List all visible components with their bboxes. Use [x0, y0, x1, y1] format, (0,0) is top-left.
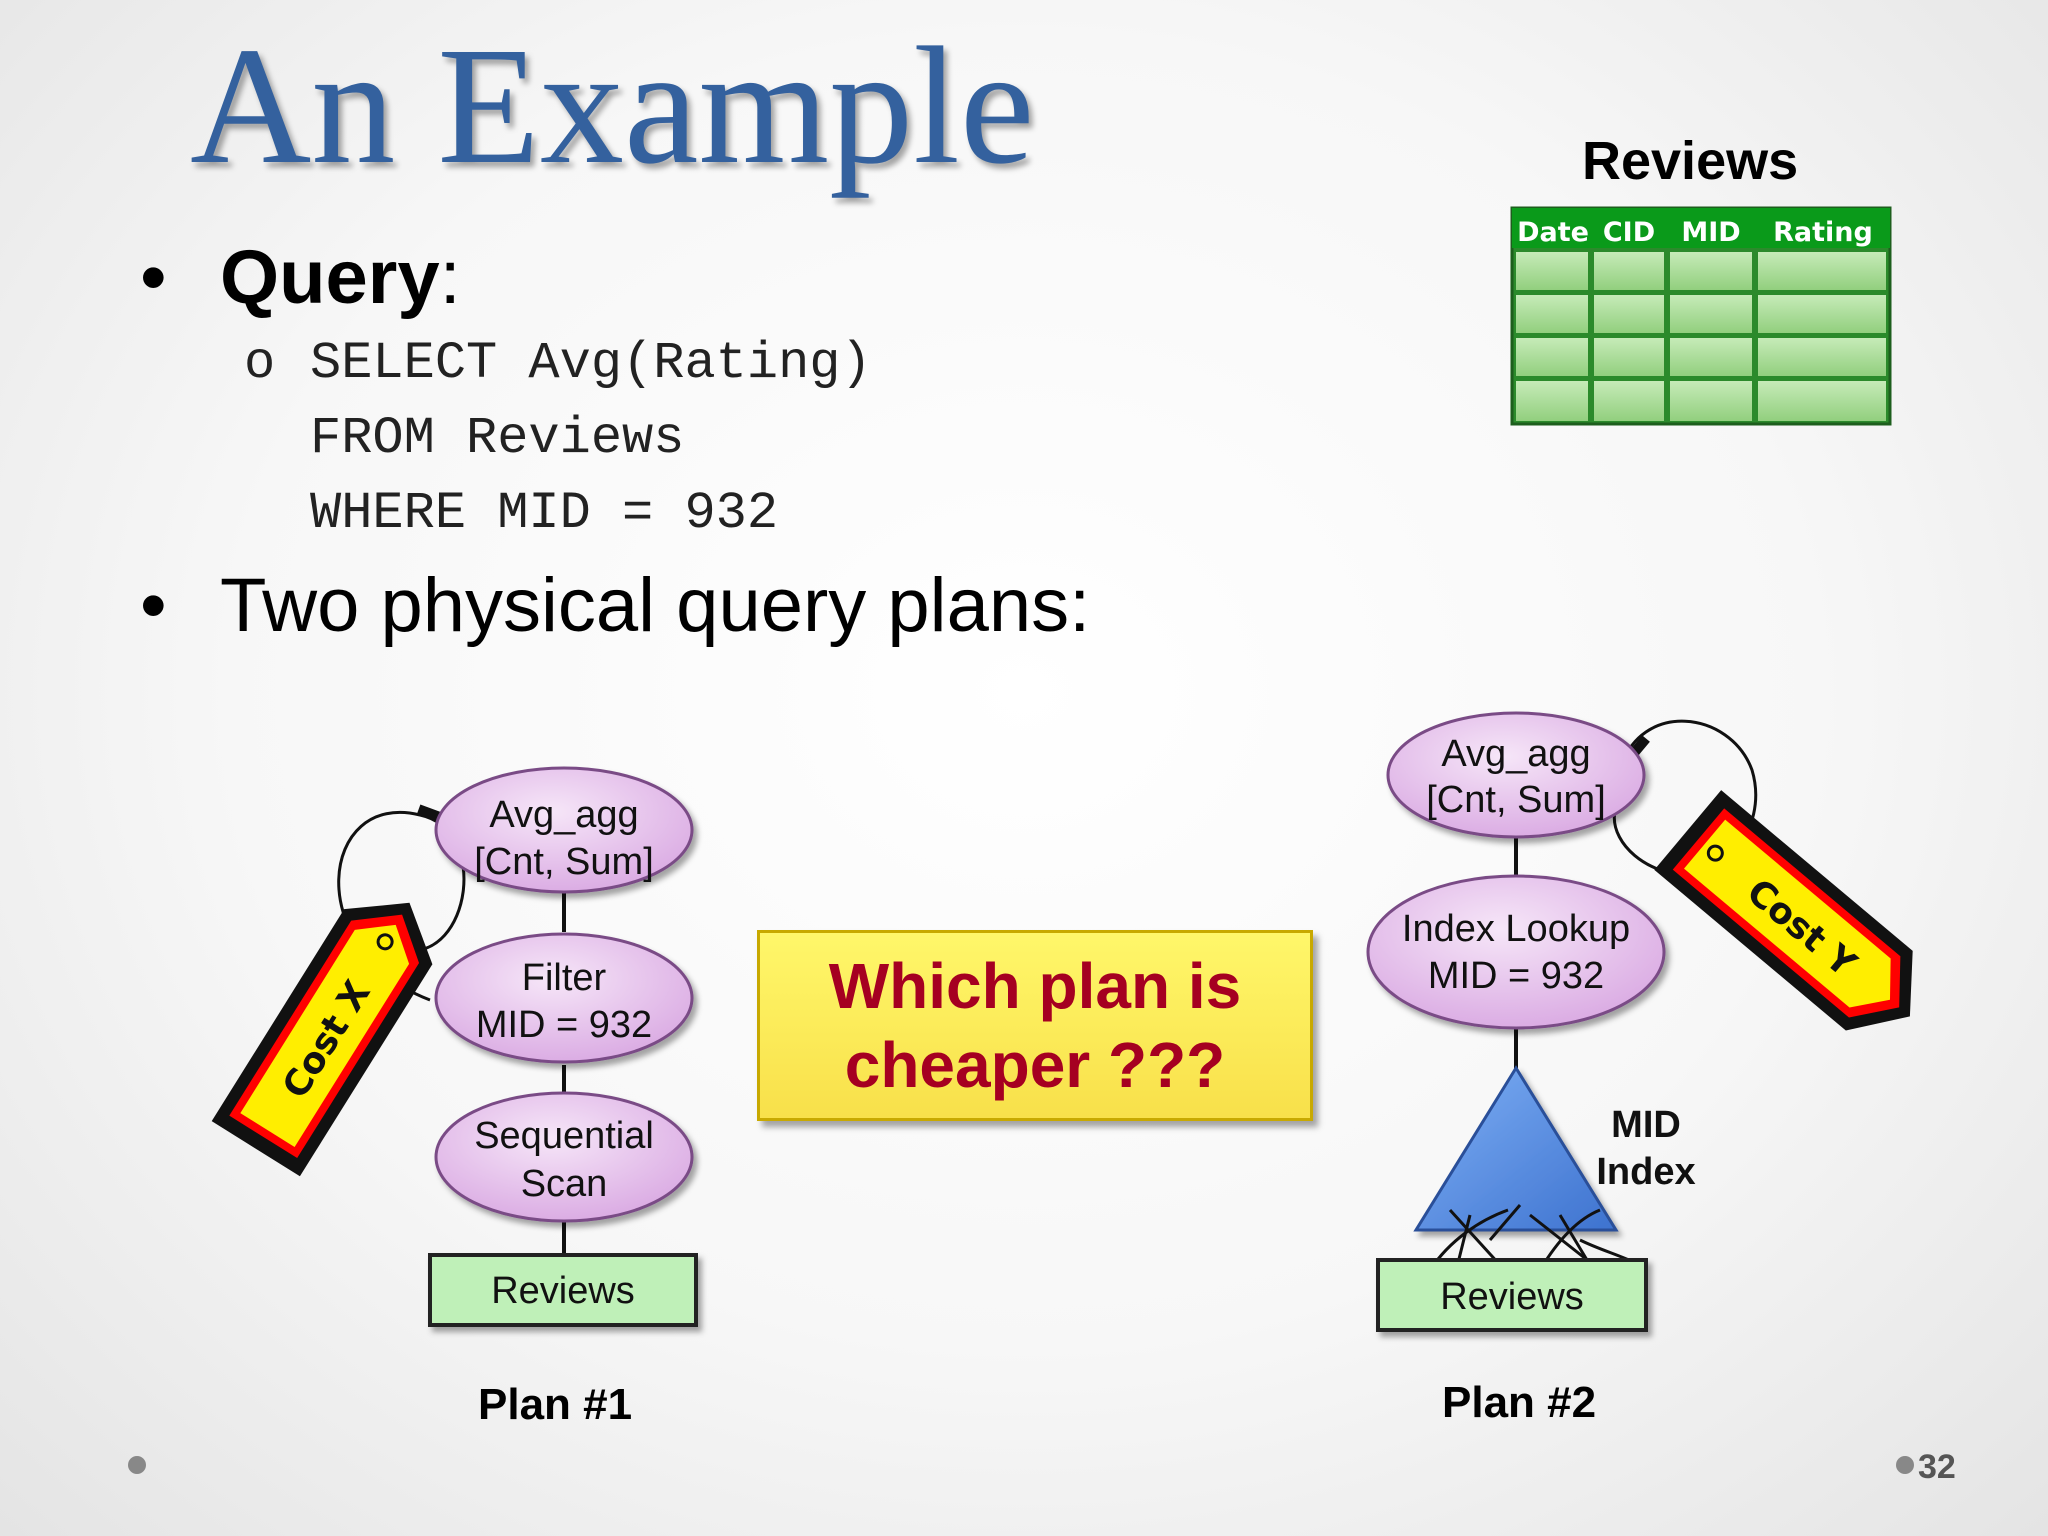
plans-text: Two physical query plans:	[220, 563, 1091, 648]
plan2-node-avg-agg-line1: Avg_agg	[1441, 733, 1590, 775]
bullet-dot: •	[140, 235, 167, 320]
left-corner-dot	[128, 1456, 146, 1474]
plan1-node-avg-agg	[434, 766, 694, 894]
mid-index-label-line1: MID	[1611, 1104, 1681, 1146]
code-line-where: WHERE MID = 932	[310, 484, 779, 543]
plan1-node-scan-line2: Scan	[521, 1163, 608, 1205]
column-rating: Rating	[1773, 217, 1873, 248]
column-cid: CID	[1603, 217, 1655, 248]
code-line-select: SELECT Avg(Rating)	[310, 334, 872, 393]
query-colon: :	[439, 235, 461, 320]
slide-number: 32	[1918, 1448, 1956, 1486]
plan1-tree: Avg_agg [Cnt, Sum] Filter MID = 932 Sequ…	[211, 766, 698, 1327]
column-mid: MID	[1681, 217, 1740, 248]
column-date: Date	[1517, 217, 1589, 248]
plan1-node-avg-agg-line2: [Cnt, Sum]	[474, 841, 654, 883]
plan1-label: Plan #1	[478, 1380, 633, 1429]
plan1-node-scan-line1: Sequential	[474, 1115, 654, 1157]
plan2-label: Plan #2	[1442, 1378, 1597, 1427]
slide-title: An Example	[190, 13, 1035, 199]
bullet-query: •Query:	[140, 240, 461, 316]
plan2-node-avg-agg-line2: [Cnt, Sum]	[1426, 779, 1606, 821]
query-label: Query	[220, 235, 440, 320]
plan2-node-avg-agg	[1386, 711, 1646, 839]
plan2-node-index-lookup	[1366, 874, 1666, 1030]
plan1-node-sequential-scan	[434, 1091, 694, 1223]
plan2-cost-tag: Cost Y	[1654, 790, 1913, 1031]
plan1-node-filter	[434, 932, 694, 1064]
plan1-reviews-label: Reviews	[491, 1270, 635, 1312]
table-cells	[1516, 252, 1886, 421]
question-line2: cheaper ???	[844, 1028, 1226, 1101]
code-line-from: FROM Reviews	[310, 409, 685, 468]
mid-index-label-line2: Index	[1596, 1151, 1695, 1193]
plan2-node-index-line1: Index Lookup	[1402, 908, 1630, 950]
reviews-schema-table: Date CID MID Rating	[1510, 206, 1892, 426]
plan2-reviews-label: Reviews	[1440, 1276, 1584, 1318]
bullet-plans: •Two physical query plans:	[140, 568, 1090, 644]
plan1-node-avg-agg-line1: Avg_agg	[489, 794, 638, 836]
question-callout: Which plan is cheaper ???	[757, 930, 1313, 1121]
plan1-node-filter-line2: MID = 932	[476, 1004, 652, 1046]
plan1-node-filter-line1: Filter	[522, 957, 607, 999]
plan1-cost-tag: Cost X	[211, 902, 433, 1177]
reviews-table-title: Reviews	[1582, 131, 1799, 191]
plan1-tag-clip	[416, 804, 442, 822]
plan2-reviews-table	[1376, 1258, 1648, 1332]
sub-bullet-marker: o	[244, 334, 276, 393]
right-corner-dot	[1896, 1456, 1914, 1474]
question-line1: Which plan is	[828, 950, 1242, 1023]
mid-index-triangle	[1413, 1065, 1619, 1232]
plan2-node-index-line2: MID = 932	[1428, 955, 1604, 997]
plan2-tree: Avg_agg [Cnt, Sum] Index Lookup MID = 93…	[1366, 711, 1913, 1332]
bullet-dot: •	[140, 563, 167, 648]
plan1-reviews-table	[428, 1253, 698, 1327]
